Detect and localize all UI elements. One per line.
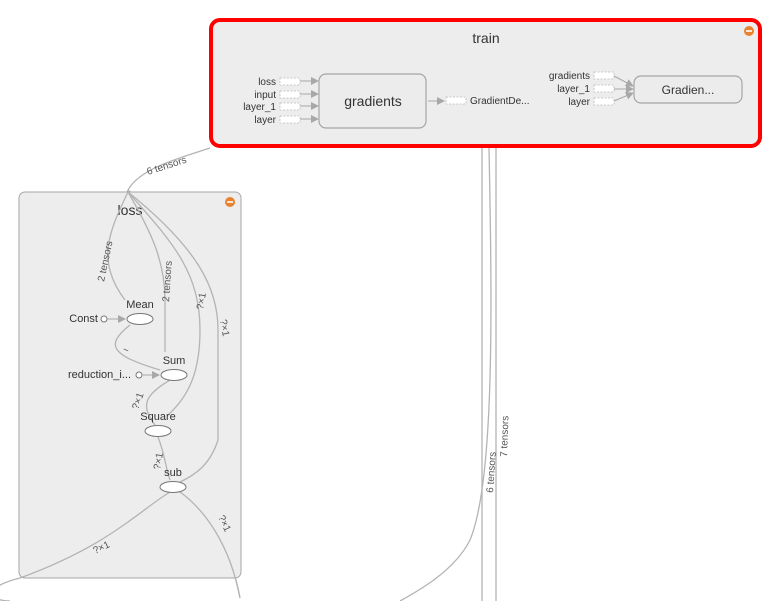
edge-label-2-tensors-b: 2 tensors <box>161 260 175 302</box>
loss-group[interactable]: loss Mean Const Sum reduction_i... <box>18 191 242 599</box>
edge-label-qx1-a: ?×1 <box>195 291 209 310</box>
square-node[interactable] <box>144 425 172 437</box>
edge-train-to-loss <box>127 147 211 191</box>
edge-label-qx1-d: ?×1 <box>152 451 166 470</box>
train-group[interactable]: train loss input layer_1 layer gradients <box>209 18 762 148</box>
sub-node[interactable] <box>159 481 187 493</box>
sum-label: Sum <box>163 355 186 367</box>
train-title: train <box>472 30 499 46</box>
apply-gradient-label: Gradien... <box>662 83 715 97</box>
edge-label-qx1-b: ?×1 <box>217 319 231 338</box>
edge-label-6-tensors: 6 tensors <box>146 155 189 178</box>
sub-label: sub <box>164 467 182 479</box>
train-input-layer: layer <box>254 115 276 126</box>
train-input-loss: loss <box>258 77 276 88</box>
apply-gradient-node[interactable] <box>633 75 743 104</box>
const-label: Const <box>69 313 98 325</box>
reduction-node[interactable] <box>135 371 143 379</box>
loss-inner-edges <box>19 191 241 599</box>
apply-input-gradients: gradients <box>549 71 590 82</box>
train-input-edges <box>300 77 319 123</box>
sum-node[interactable] <box>160 369 188 381</box>
apply-input-stubs <box>593 71 615 106</box>
train-input-input: input <box>254 90 276 101</box>
gradients-node[interactable] <box>318 73 427 129</box>
edge-bottom-arc <box>0 577 21 601</box>
mean-node[interactable] <box>126 313 154 325</box>
edge-label-6-tensors-v: 6 tensors <box>485 451 499 493</box>
collapse-icon[interactable] <box>225 197 235 207</box>
mean-label: Mean <box>126 299 154 311</box>
gradient-descent-label: GradientDe... <box>470 96 529 107</box>
apply-input-layer1: layer_1 <box>557 84 590 95</box>
reduction-label: reduction_i... <box>68 369 131 381</box>
loss-group-box[interactable] <box>18 191 242 579</box>
gradients-node-label: gradients <box>344 93 402 109</box>
apply-input-layer: layer <box>568 97 590 108</box>
edge-label-7-tensors-v: 7 tensors <box>499 416 511 457</box>
edge-label-scalar: ~ <box>121 344 130 356</box>
apply-input-edges <box>613 75 634 102</box>
train-input-layer1: layer_1 <box>243 102 276 113</box>
collapse-icon[interactable] <box>744 26 754 36</box>
gd-stub <box>445 96 467 105</box>
edge-train-down-2 <box>399 147 492 601</box>
const-node[interactable] <box>100 315 108 323</box>
train-input-stubs <box>279 77 301 124</box>
square-label: Square <box>140 411 175 423</box>
